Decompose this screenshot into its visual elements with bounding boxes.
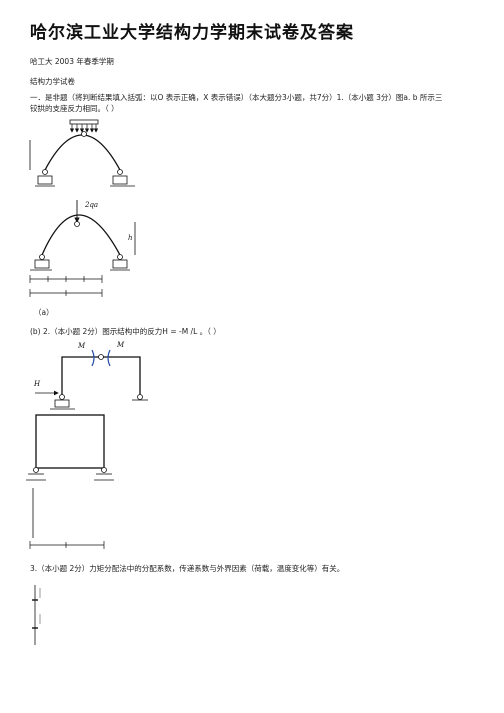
frame-support-right (132, 394, 148, 401)
height-label: h (128, 234, 133, 242)
support-right-b (110, 254, 130, 271)
frame-support-left (50, 394, 75, 410)
distributed-load (69, 119, 99, 133)
question-3: 3.（本小题 2分）力矩分配法中的分配系数，传递系数与外界因素（荷载，温度变化等… (30, 564, 345, 573)
support-left-a (35, 169, 55, 187)
frame-members (61, 356, 141, 395)
exam-name-line: 结构力学试卷 (30, 77, 75, 86)
moment-arc-right (107, 349, 111, 367)
rect-support-right (94, 467, 114, 481)
figure-a-label: （a） (34, 308, 54, 317)
figure-frame-moment: M M H (33, 341, 148, 410)
point-load-label: 2qa (84, 201, 98, 209)
question-2: (b) 2.（本小题 2分）图示结构中的反力H = -M /L 。（ ） (30, 327, 221, 336)
moment-label-left: M (77, 342, 86, 350)
span-dimensions (29, 275, 103, 297)
arch-curve-b (41, 214, 121, 256)
figure-a-arch (29, 119, 135, 187)
crown-hinge-b (74, 221, 80, 227)
frame-rectangle (35, 414, 105, 469)
rect-support-left (26, 467, 46, 481)
support-left-b (30, 254, 52, 271)
document-title: 哈尔滨工业大学结构力学期末试卷及答案 (30, 23, 354, 43)
crown-hinge (81, 131, 87, 137)
arch-curve (44, 134, 121, 171)
reaction-label: H (33, 380, 41, 388)
figure-b-arch: 2qa h (29, 200, 136, 297)
figure-q3-beam (32, 585, 41, 645)
semester-line: 哈工大 2003 年春季学期 (30, 57, 114, 66)
question-1-line-2: 铰拱的支座反力相同。（ ） (30, 104, 119, 113)
moment-arc-left (91, 349, 95, 367)
moment-label-right: M (116, 341, 125, 349)
question-1-line-1: 一．是非题（将判断结果填入括弧：以O 表示正确，X 表示错误）（本大题分3小题，… (30, 93, 443, 102)
support-right-a (110, 169, 135, 187)
figure-rect-frame (26, 414, 114, 549)
frame-hinge (98, 354, 104, 360)
